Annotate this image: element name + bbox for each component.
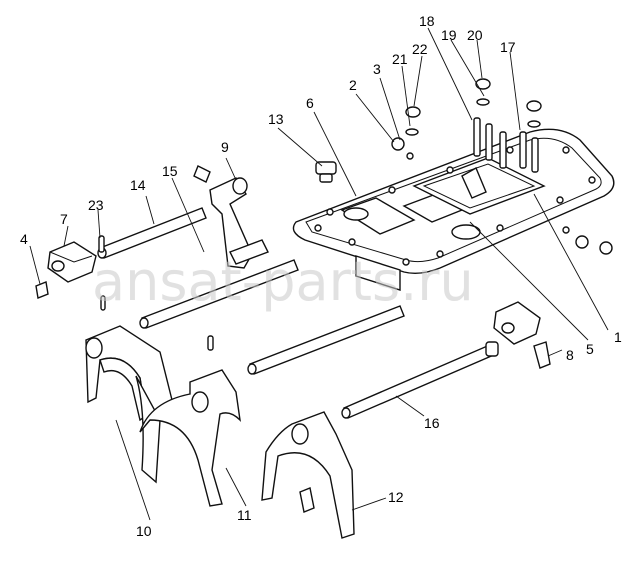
studs xyxy=(473,117,539,173)
callout-13: 13 xyxy=(268,111,284,127)
callout-23: 23 xyxy=(88,197,104,213)
callout-20: 20 xyxy=(467,27,483,43)
shift-lever xyxy=(193,165,269,269)
shift-fork-11 xyxy=(139,335,241,507)
callout-4: 4 xyxy=(20,231,28,247)
rod-16 xyxy=(341,341,499,419)
callout-6: 6 xyxy=(306,95,314,111)
callout-10: 10 xyxy=(136,523,152,539)
callout-19: 19 xyxy=(441,27,457,43)
callout-15: 15 xyxy=(162,163,178,179)
shift-fork-12 xyxy=(261,411,355,539)
callout-9: 9 xyxy=(221,139,229,155)
nuts-and-washers xyxy=(391,78,613,255)
callout-12: 12 xyxy=(388,489,404,505)
rod-15 xyxy=(139,259,299,329)
callout-16: 16 xyxy=(424,415,440,431)
callout-labels: 1 2 3 4 5 6 7 8 9 10 11 12 13 14 15 16 1… xyxy=(20,13,622,539)
callout-5: 5 xyxy=(586,341,594,357)
callout-3: 3 xyxy=(373,61,381,77)
callout-8: 8 xyxy=(566,347,574,363)
watermark: ansat-parts.ru xyxy=(92,250,474,313)
callout-7: 7 xyxy=(60,211,68,227)
callout-11: 11 xyxy=(237,507,252,523)
callout-21: 21 xyxy=(392,51,408,67)
pin-23 xyxy=(98,235,106,311)
callout-2: 2 xyxy=(349,77,357,93)
interlock-block-7 xyxy=(35,241,97,299)
callout-18: 18 xyxy=(419,13,435,29)
rod-11 xyxy=(247,305,405,375)
leader-lines xyxy=(29,27,609,521)
callout-22: 22 xyxy=(412,41,428,57)
callout-1: 1 xyxy=(614,329,622,345)
breather-valve xyxy=(315,161,337,183)
callout-17: 17 xyxy=(500,39,516,55)
callout-14: 14 xyxy=(130,177,146,193)
interlock-block-8 xyxy=(493,301,551,369)
